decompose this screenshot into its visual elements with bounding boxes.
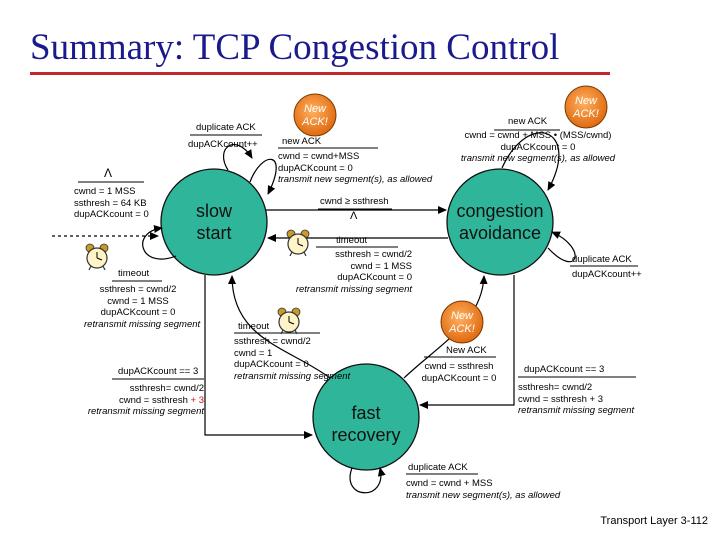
ss-dup-action: dupACKcount++ bbox=[188, 139, 258, 150]
fr-timeout-action: ssthresh = cwnd/2 bbox=[234, 336, 311, 347]
arrow-ss-timeout-loop bbox=[142, 225, 177, 260]
fr-dup-action: cwnd = cwnd + MSS bbox=[406, 478, 493, 489]
alarm-clock-icon bbox=[286, 229, 310, 257]
ca-timeout-action: ssthresh = cwnd/2 bbox=[335, 249, 412, 260]
badge-text-line1: New bbox=[575, 95, 598, 107]
badge-text-line1: New bbox=[451, 310, 474, 322]
ss-timeout-action: ssthresh = cwnd/2 bbox=[99, 284, 177, 295]
ca-timeout-action: cwnd = 1 MSS bbox=[350, 260, 412, 272]
ss-to-fr-action: ssthresh= cwnd/2 bbox=[129, 383, 204, 394]
new-ack-badge-ss: New ACK! bbox=[293, 93, 337, 137]
ca-newack-action: transmit new segment(s), as allowed bbox=[460, 153, 616, 164]
ss-to-fr-action: cwnd = ssthresh + 3 bbox=[80, 395, 204, 407]
init-action: ssthresh = 64 KB bbox=[74, 197, 147, 209]
ca-to-fr-action: retransmit missing segment bbox=[518, 405, 635, 416]
fr-timeout-action: dupACKcount = 0 bbox=[234, 359, 309, 370]
ss-timeout-actions: ssthresh = cwnd/2 cwnd = 1 MSS dupACKcou… bbox=[84, 284, 201, 330]
ca-timeout-actions: ssthresh = cwnd/2 cwnd = 1 MSS dupACKcou… bbox=[292, 249, 412, 295]
badge-text-line2: ACK! bbox=[572, 108, 599, 120]
ca-dup-event: duplicate ACK bbox=[572, 254, 632, 265]
ss-timeout-action: dupACKcount = 0 bbox=[100, 307, 176, 318]
init-action: dupACKcount = 0 bbox=[74, 209, 149, 220]
ca-to-fr-event: dupACKcount == 3 bbox=[524, 364, 605, 375]
fr-timeout-action: cwnd = 1 bbox=[234, 347, 273, 359]
fr-newack-action: dupACKcount = 0 bbox=[421, 372, 497, 384]
init-event: Λ bbox=[104, 166, 113, 180]
init-action: cwnd = 1 MSS bbox=[74, 186, 136, 197]
badge-text-line2: ACK! bbox=[301, 116, 328, 128]
ss-to-fr-action-red: + 3 bbox=[190, 394, 204, 406]
badge-text-line1: New bbox=[304, 103, 327, 115]
arrow-fr-to-ss bbox=[228, 275, 331, 379]
fr-newack-action: cwnd = ssthresh bbox=[424, 361, 494, 372]
fr-timeout-actions: ssthresh = cwnd/2 cwnd = 1 dupACKcount =… bbox=[234, 336, 350, 382]
ss-timeout-action: retransmit missing segment bbox=[84, 318, 201, 330]
ss-timeout-action: cwnd = 1 MSS bbox=[107, 295, 169, 307]
ss-dup-event: duplicate ACK bbox=[196, 122, 256, 133]
badge-text-line2: ACK! bbox=[448, 323, 475, 335]
title-underline bbox=[30, 72, 610, 75]
ss-to-fr-action: retransmit missing segment bbox=[87, 406, 204, 417]
arrow-ss-to-fr bbox=[204, 275, 313, 439]
slide-title: Summary: TCP Congestion Control bbox=[30, 27, 560, 68]
ca-timeout-event: timeout bbox=[336, 235, 368, 246]
ss-newack-action: transmit new segment(s), as allowed bbox=[278, 174, 433, 185]
arrow-ca-newack-loop bbox=[501, 132, 560, 191]
ca-newack-actions: cwnd = cwnd + MSS • (MSS/cwnd) dupACKcou… bbox=[440, 130, 636, 165]
new-ack-badge-fr: New ACK! bbox=[440, 300, 484, 344]
arrow-ss-dup-loop bbox=[222, 144, 253, 171]
ca-dup-action: dupACKcount++ bbox=[572, 269, 642, 280]
arrow-ca-to-fr bbox=[419, 275, 515, 409]
ca-to-fr-action: cwnd = ssthresh + 3 bbox=[518, 393, 604, 405]
ss-to-ca-event: cwnd ≥ ssthresh bbox=[320, 196, 389, 207]
ca-newack-event: new ACK bbox=[508, 116, 548, 127]
fr-dup-actions: cwnd = cwnd + MSS transmit new segment(s… bbox=[406, 478, 560, 501]
ss-newack-event: new ACK bbox=[282, 136, 322, 147]
fr-timeout-action: retransmit missing segment bbox=[234, 370, 351, 382]
ss-newack-actions: cwnd = cwnd+MSS dupACKcount = 0 transmit… bbox=[278, 151, 432, 186]
arrow-ca-dup-loop bbox=[547, 231, 576, 263]
arrow-ss-newack-loop bbox=[249, 158, 277, 195]
arrow-fr-dup-loop bbox=[349, 467, 386, 494]
ss-to-ca-action: Λ bbox=[350, 210, 358, 222]
new-ack-badge-ca: New ACK! bbox=[564, 85, 608, 129]
ss-newack-action: dupACKcount = 0 bbox=[278, 162, 353, 174]
ca-to-fr-actions: ssthresh= cwnd/2 cwnd = ssthresh + 3 ret… bbox=[518, 382, 634, 417]
fr-timeout-event: timeout bbox=[238, 321, 270, 332]
fr-dup-event: duplicate ACK bbox=[408, 462, 468, 473]
ca-timeout-action: retransmit missing segment bbox=[295, 283, 412, 295]
init-actions: cwnd = 1 MSS ssthresh = 64 KB dupACKcoun… bbox=[74, 186, 149, 221]
ss-to-fr-action-text: cwnd = ssthresh bbox=[118, 394, 191, 406]
fr-newack-event: New ACK bbox=[446, 345, 487, 356]
ca-timeout-action: dupACKcount = 0 bbox=[337, 272, 412, 283]
ca-newack-action: cwnd = cwnd + MSS • (MSS/cwnd) bbox=[464, 130, 612, 141]
fr-dup-action: transmit new segment(s), as allowed bbox=[406, 489, 561, 501]
alarm-clock-icon bbox=[277, 307, 301, 335]
state-congestion-avoidance bbox=[446, 168, 554, 276]
alarm-clock-icon bbox=[85, 243, 109, 271]
ca-to-fr-action: ssthresh= cwnd/2 bbox=[518, 382, 593, 393]
fr-newack-actions: cwnd = ssthresh dupACKcount = 0 bbox=[414, 361, 504, 384]
ss-to-fr-actions: ssthresh= cwnd/2 cwnd = ssthresh + 3 ret… bbox=[80, 383, 204, 418]
ca-newack-action: dupACKcount = 0 bbox=[500, 141, 576, 153]
ss-newack-action: cwnd = cwnd+MSS bbox=[278, 151, 360, 162]
slide-footer: Transport Layer 3-112 bbox=[600, 515, 708, 527]
ss-timeout-event: timeout bbox=[118, 268, 150, 279]
state-slow-start bbox=[160, 168, 268, 276]
ss-to-fr-event: dupACKcount == 3 bbox=[118, 366, 199, 377]
state-fast-recovery bbox=[312, 363, 420, 471]
